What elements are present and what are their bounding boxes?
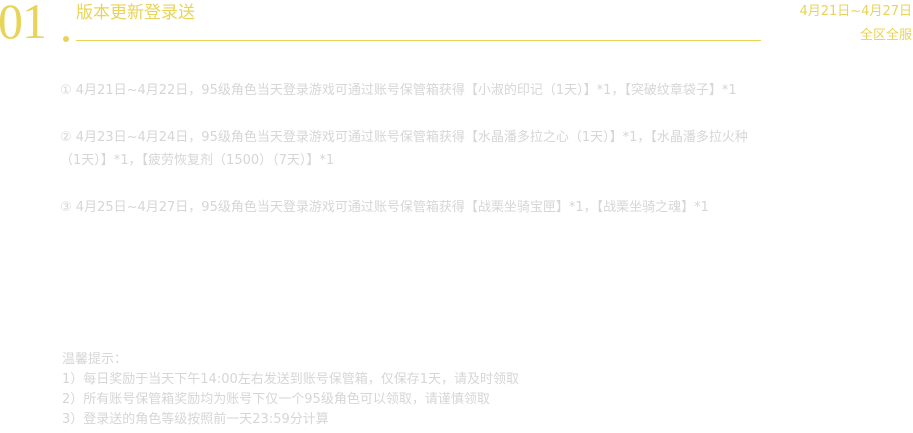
rewards-list: ① 4月21日~4月22日，95级角色当天登录游戏可通过账号保管箱获得【小淑的印…	[60, 79, 755, 243]
tip-item: 2）所有账号保管箱奖励均为账号下仅一个95级角色可以领取，请谨慎领取	[62, 392, 490, 407]
section-title: 版本更新登录送	[76, 3, 195, 23]
reward-item: ① 4月21日~4月22日，95级角色当天登录游戏可通过账号保管箱获得【小淑的印…	[60, 83, 737, 98]
title-divider	[76, 40, 761, 41]
tip-item: 1）每日奖励于当天下午14:00左右发送到账号保管箱，仅保存1天，请及时领取	[62, 372, 520, 387]
reward-item: ③ 4月25日~4月27日，95级角色当天登录游戏可通过账号保管箱获得【战栗坐骑…	[60, 200, 709, 215]
event-scope: 全区全服	[859, 28, 912, 43]
tip-item: 3）登录送的角色等级按照前一天23:59分计算	[62, 412, 329, 427]
tips-heading: 温馨提示：	[62, 352, 128, 367]
reward-item: ② 4月23日~4月24日，95级角色当天登录游戏可通过账号保管箱获得【水晶潘多…	[60, 130, 748, 168]
section-number: 01	[0, 0, 47, 49]
tips-section: 温馨提示： 1）每日奖励于当天下午14:00左右发送到账号保管箱，仅保存1天，请…	[62, 350, 519, 430]
event-date-range: 4月21日~4月27日	[799, 4, 912, 19]
section-dot	[63, 36, 69, 42]
